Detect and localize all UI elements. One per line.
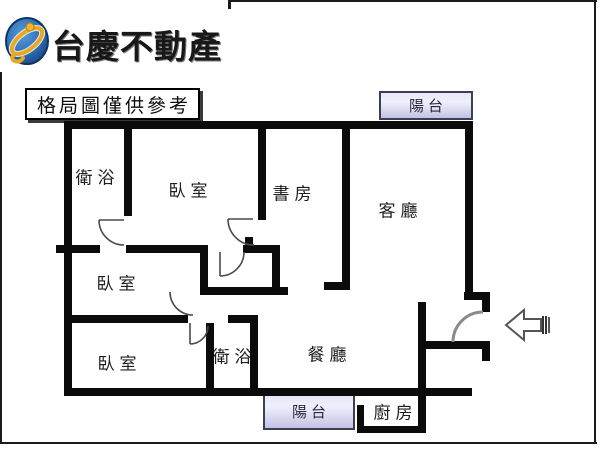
room-label-study: 書房 xyxy=(272,184,317,205)
wall-foyer-lip xyxy=(420,341,490,349)
wall-outer-left xyxy=(64,121,72,396)
wall-study-living-foot xyxy=(324,282,350,290)
wall-dining-foyer xyxy=(418,302,426,432)
door-arc-bedroom-middle xyxy=(169,291,194,316)
door-arc-study xyxy=(227,218,255,246)
door-arc-entrance xyxy=(451,310,484,343)
page-border-left xyxy=(0,72,2,444)
wall-closet-top xyxy=(243,245,272,253)
page-border-right xyxy=(594,0,596,444)
wall-kitchen-bottom xyxy=(357,426,426,433)
reference-note-text: 格局圖僅供參考 xyxy=(36,94,191,117)
room-label-kitchen: 廚房 xyxy=(373,403,418,424)
wall-outer-right xyxy=(465,121,473,300)
page-border-bottom xyxy=(0,442,597,444)
page-border-top xyxy=(228,0,597,2)
wall-hall-left xyxy=(200,245,208,295)
entrance-arrow-icon xyxy=(504,307,550,343)
room-label-bedroom-top: 臥室 xyxy=(168,181,213,202)
brand-name: 台慶不動產 xyxy=(52,27,222,66)
globe-swoosh-icon xyxy=(5,17,49,65)
room-label-dining-room: 餐廳 xyxy=(307,345,352,366)
wall-bath-bottom-right xyxy=(250,315,258,388)
room-label-bedroom-bottom: 臥室 xyxy=(97,354,142,375)
wall-closet-stub xyxy=(245,237,253,245)
wall-outer-bottom xyxy=(64,388,472,396)
wall-outer-top xyxy=(64,121,473,129)
wall-bath-top-divider xyxy=(124,129,132,216)
room-label-bath-top: 衛浴 xyxy=(75,168,120,189)
wall-foyer-jamb xyxy=(482,292,490,312)
page-border-top-tick xyxy=(228,0,231,9)
wall-bath-bottom-left xyxy=(206,323,214,388)
wall-bedroom-study-divider xyxy=(258,129,266,220)
room-label-living-room: 客廳 xyxy=(378,201,423,222)
company-logo xyxy=(5,17,49,65)
wall-study-living-divider xyxy=(342,129,350,290)
door-arc-bedroom-bottom xyxy=(189,325,209,345)
wall-foyer-lip-end xyxy=(482,341,490,361)
wall-bath-bottom-top xyxy=(228,315,258,323)
room-label-bath-bottom: 衛浴 xyxy=(212,347,257,368)
wall-foyer-step xyxy=(464,292,490,300)
door-arc-closet xyxy=(219,251,245,277)
balcony-top: 陽台 xyxy=(379,91,473,120)
balcony-bottom-label: 陽台 xyxy=(291,403,330,421)
door-arc-bath-top xyxy=(98,219,125,246)
wall-left-tab xyxy=(56,245,64,253)
balcony-top-label: 陽台 xyxy=(408,97,447,115)
room-label-bedroom-middle: 臥室 xyxy=(96,274,141,295)
wall-bedroom-divider xyxy=(64,315,188,323)
wall-hall-top-b xyxy=(126,245,208,253)
reference-note-box: 格局圖僅供參考 xyxy=(25,88,200,120)
wall-hall-bottom xyxy=(200,287,288,295)
wall-closet-right xyxy=(272,245,280,290)
wall-kitchen-left xyxy=(357,405,364,433)
wall-hall-top-a xyxy=(64,245,100,253)
